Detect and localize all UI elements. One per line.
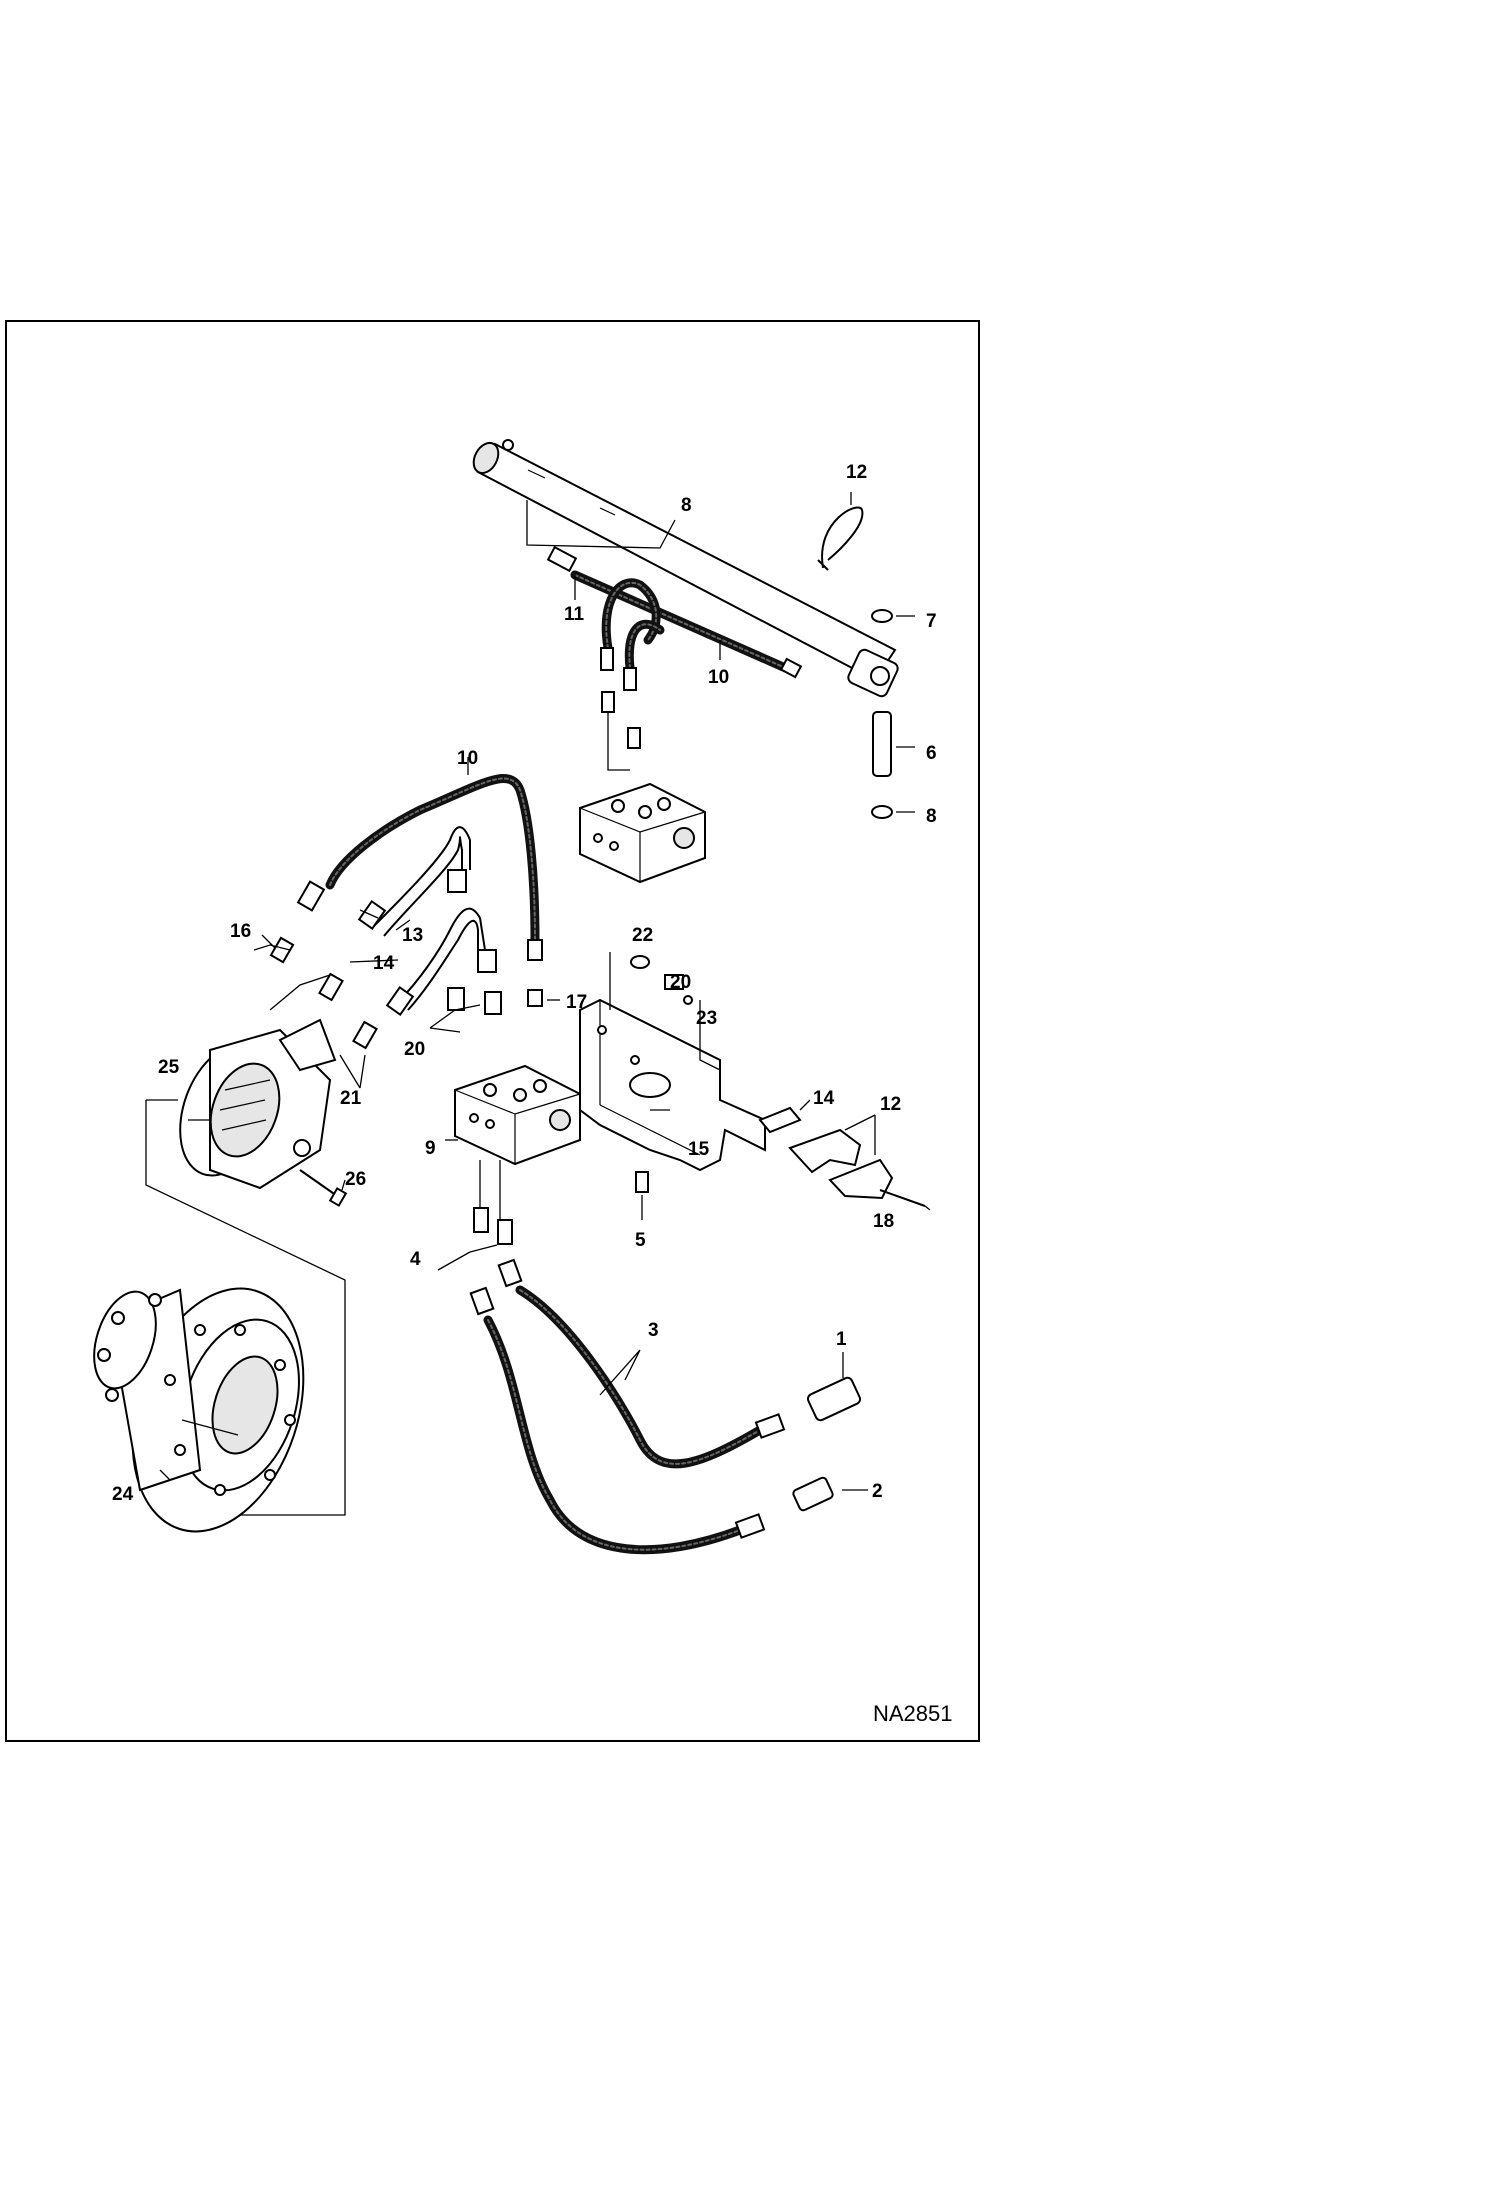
callout-label: 1: [836, 1329, 847, 1350]
hose-tie-part: [817, 506, 864, 571]
hub-part: [93, 1287, 305, 1533]
callout-label: 12: [846, 462, 867, 483]
callout-label: 22: [632, 925, 653, 946]
upper-valve-block: [579, 712, 706, 884]
callout-label: 26: [345, 1169, 366, 1190]
callout-label: 15: [688, 1139, 710, 1160]
callout-label: 24: [112, 1484, 134, 1505]
lower-hose-tubes: [269, 774, 543, 1050]
callout-label: 9: [425, 1138, 436, 1159]
callout-labels: 12 8 7 11 10 6 8 10 16 13 14 22 20 17 23…: [112, 462, 937, 1505]
motor-part: [179, 1018, 337, 1190]
callout-label: 10: [457, 748, 478, 769]
callout-label: 11: [564, 604, 585, 625]
diagram-frame: [5, 320, 980, 1742]
callout-label: 17: [566, 992, 587, 1013]
callout-label: 21: [340, 1088, 362, 1109]
lower-valve-block: [454, 1064, 581, 1166]
cylinder-part: [472, 439, 899, 698]
callout-label: 14: [373, 953, 395, 974]
hose-assembly: [469, 1258, 786, 1555]
upper-hoses: [546, 545, 803, 749]
callout-label: 2: [872, 1481, 883, 1502]
callout-label: 18: [873, 1211, 894, 1232]
callout-label: 10: [708, 667, 729, 688]
callout-label: 13: [402, 925, 423, 946]
callout-label: 8: [926, 806, 937, 827]
callout-label: 20: [404, 1039, 425, 1060]
callout-label: 14: [813, 1088, 835, 1109]
callout-label: 7: [926, 611, 937, 632]
clamp-part: [788, 1128, 894, 1200]
callout-label: 3: [648, 1320, 659, 1341]
bracket-part: [579, 998, 766, 1172]
callout-label: 6: [926, 743, 937, 764]
callout-label: 16: [230, 921, 251, 942]
callout-label: 12: [880, 1094, 901, 1115]
callout-label: 8: [681, 495, 692, 516]
figure-reference-code: NA2851: [873, 1701, 953, 1726]
callout-label: 20: [670, 972, 691, 993]
callout-label: 4: [410, 1249, 421, 1270]
coupler-part: [792, 1376, 862, 1512]
callout-label: 23: [696, 1008, 717, 1029]
callout-label: 25: [158, 1057, 180, 1078]
callout-label: 5: [635, 1230, 646, 1251]
